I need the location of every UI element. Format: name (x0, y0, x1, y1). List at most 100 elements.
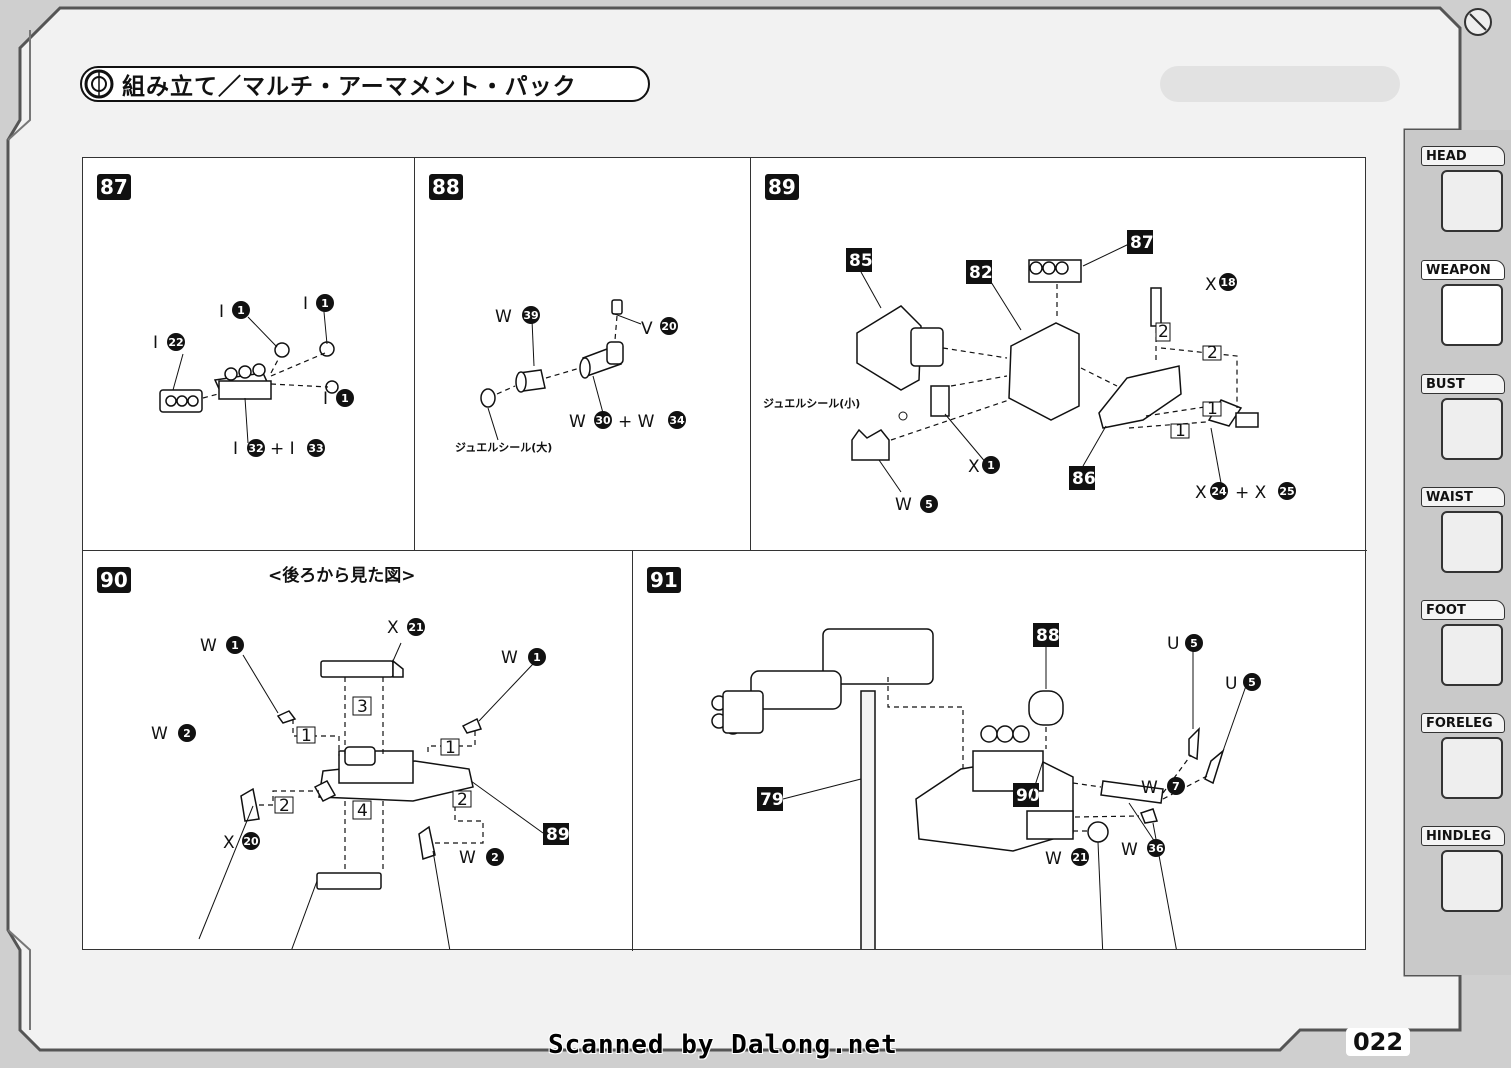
svg-text:25: 25 (1279, 485, 1294, 498)
svg-text:1: 1 (445, 738, 456, 758)
svg-text:1: 1 (1175, 421, 1186, 441)
svg-text:X: X (1205, 275, 1217, 295)
svg-text:X: X (1195, 483, 1207, 503)
jewel-seal-small-label: ジュエルシール(小) (763, 396, 860, 410)
hindleg-icon (1441, 850, 1503, 912)
svg-text:I: I (303, 294, 308, 314)
step-91-diagram: 90 88 79 U5 U5 W7 W21 W36 (711, 623, 1261, 949)
svg-text:5: 5 (925, 498, 933, 511)
svg-text:W: W (1121, 840, 1138, 860)
tab-foot[interactable]: FOOT (1419, 600, 1511, 692)
page-title: 組み立て／マルチ・アーマメント・パック (122, 74, 577, 100)
waist-icon (1441, 511, 1503, 573)
tab-label: WEAPON (1421, 260, 1505, 280)
svg-text:I: I (153, 333, 158, 353)
tab-label: HEAD (1421, 146, 1505, 166)
svg-text:30: 30 (595, 414, 611, 427)
tab-weapon[interactable]: WEAPON (1419, 260, 1511, 352)
svg-text:W: W (895, 495, 912, 515)
jewel-seal-large-label: ジュエルシール(大) (455, 440, 552, 454)
svg-text:85: 85 (849, 251, 873, 271)
step-90: 90 <後ろから見た図> (83, 551, 633, 951)
page-title-bar: 組み立て／マルチ・アーマメント・パック (80, 66, 650, 102)
svg-text:X: X (387, 618, 399, 638)
svg-text:2: 2 (491, 851, 499, 864)
svg-text:1: 1 (533, 651, 541, 664)
step-89: 89 (751, 158, 1367, 551)
tab-label: BUST (1421, 374, 1505, 394)
tab-waist[interactable]: WAIST (1419, 487, 1511, 579)
svg-text:W: W (501, 648, 518, 668)
svg-text:2: 2 (457, 790, 468, 810)
svg-text:1: 1 (987, 459, 995, 472)
svg-text:82: 82 (969, 263, 993, 283)
tab-hindleg[interactable]: HINDLEG (1419, 826, 1511, 918)
svg-text:W: W (459, 848, 476, 868)
svg-text:1: 1 (341, 392, 349, 405)
svg-text:X: X (223, 833, 235, 853)
svg-text:22: 22 (168, 336, 183, 349)
tab-bust[interactable]: BUST (1419, 374, 1511, 466)
svg-text:2: 2 (1207, 343, 1218, 363)
svg-text:1: 1 (301, 726, 312, 746)
svg-text:+ I: + I (270, 439, 295, 459)
svg-text:+ X: + X (1235, 483, 1267, 503)
ref-88: 88 (1036, 626, 1060, 646)
svg-text:I: I (219, 302, 224, 322)
part-block-87 (159, 341, 339, 413)
svg-text:21: 21 (408, 621, 423, 634)
svg-text:3: 3 (357, 697, 368, 717)
step-89-part-refs: 85 82 87 86 (846, 230, 1154, 490)
svg-text:5: 5 (1190, 637, 1198, 650)
scan-watermark: Scanned by Dalong.net (548, 1030, 898, 1060)
svg-text:87: 87 (1130, 233, 1154, 253)
head-icon (1441, 170, 1503, 232)
svg-text:X: X (968, 457, 980, 477)
svg-text:W: W (151, 724, 168, 744)
gear-icon (84, 69, 114, 99)
step-number: 89 (765, 174, 799, 200)
svg-text:21: 21 (1072, 851, 1087, 864)
rear-view-caption: <後ろから見た図> (268, 566, 416, 586)
svg-text:1: 1 (321, 297, 329, 310)
step-number: 87 (97, 174, 131, 200)
svg-text:U: U (1167, 634, 1179, 654)
ref-89: 89 (546, 825, 570, 845)
tab-label: FORELEG (1421, 713, 1505, 733)
svg-text:1: 1 (231, 639, 239, 652)
svg-text:V: V (641, 319, 653, 339)
foot-icon (1441, 624, 1503, 686)
step-number: 90 (97, 567, 131, 593)
svg-text:36: 36 (1148, 842, 1164, 855)
bust-icon (1441, 398, 1503, 460)
foreleg-icon (1441, 737, 1503, 799)
svg-text:24: 24 (1211, 485, 1227, 498)
svg-text:U: U (1225, 674, 1237, 694)
svg-text:2: 2 (279, 796, 290, 816)
tab-label: WAIST (1421, 487, 1505, 507)
ref-79: 79 (760, 790, 784, 810)
svg-text:2: 2 (183, 727, 191, 740)
tab-label: FOOT (1421, 600, 1505, 620)
svg-text:W: W (1045, 849, 1062, 869)
svg-text:20: 20 (661, 320, 677, 333)
weapon-icon (1441, 284, 1503, 346)
svg-text:I: I (323, 389, 328, 409)
svg-text:86: 86 (1072, 469, 1096, 489)
ref-90: 90 (1016, 786, 1040, 806)
svg-text:39: 39 (523, 309, 538, 322)
tab-foreleg[interactable]: FORELEG (1419, 713, 1511, 805)
svg-text:W: W (200, 636, 217, 656)
svg-text:1: 1 (1207, 399, 1218, 419)
step-number: 88 (429, 174, 463, 200)
svg-text:32: 32 (248, 442, 263, 455)
tab-head[interactable]: HEAD (1419, 146, 1511, 238)
svg-text:1: 1 (237, 304, 245, 317)
svg-text:W: W (495, 307, 512, 327)
tab-label: HINDLEG (1421, 826, 1505, 846)
